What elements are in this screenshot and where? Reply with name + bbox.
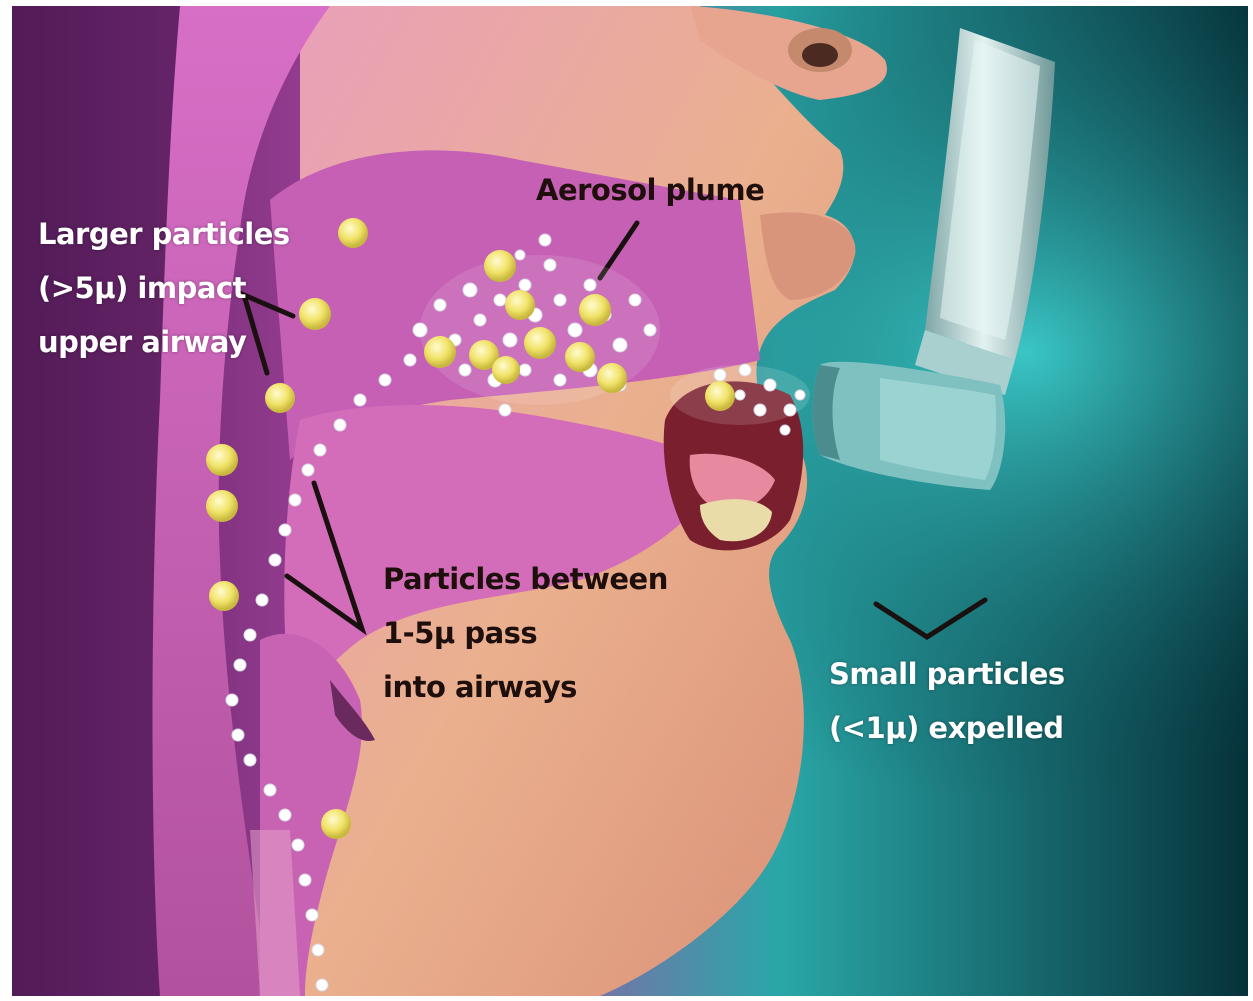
aerosol-plume-label: Aerosol plume	[536, 163, 764, 217]
larger-particles-line-3: upper airway	[38, 315, 290, 369]
larger-particles-line-1: Larger particles	[38, 207, 290, 261]
between-particles-label: Particles between 1-5μ pass into airways	[383, 552, 668, 714]
between-particles-line-1: Particles between	[383, 552, 668, 606]
larger-particles-line-2: (>5μ) impact	[38, 261, 290, 315]
larger-particles-label: Larger particles (>5μ) impact upper airw…	[38, 207, 290, 369]
small-particles-label: Small particles (<1μ) expelled	[829, 647, 1065, 755]
small-particles-line-1: Small particles	[829, 647, 1065, 701]
small-particles-line-2: (<1μ) expelled	[829, 701, 1065, 755]
between-particles-line-3: into airways	[383, 660, 668, 714]
between-particles-line-2: 1-5μ pass	[383, 606, 668, 660]
aerosol-plume-text: Aerosol plume	[536, 163, 764, 217]
